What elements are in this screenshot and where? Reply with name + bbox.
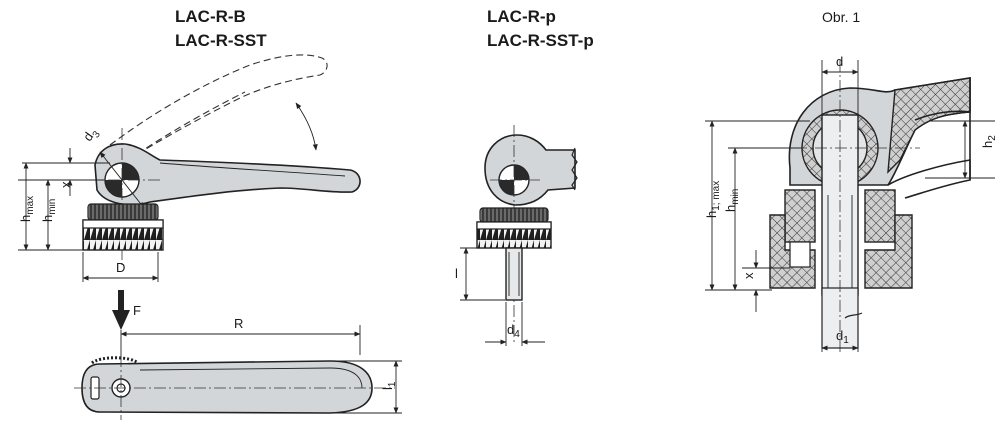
x-right-label: x bbox=[741, 272, 756, 279]
d1-label: d1 bbox=[836, 328, 849, 346]
rotation-arrow bbox=[295, 102, 318, 151]
d-label: d bbox=[836, 54, 843, 69]
left-lever-top-view: F R l1 bbox=[74, 290, 402, 420]
mid-pivot-q1 bbox=[514, 165, 529, 180]
force-arrow-head bbox=[112, 310, 130, 330]
lever-arm-under-edge bbox=[914, 110, 971, 121]
lever-open-outline bbox=[109, 54, 328, 161]
hmin-label: hmin bbox=[40, 199, 58, 222]
base-top-band bbox=[82, 219, 164, 229]
mid-knurled-ring bbox=[479, 207, 549, 223]
hmax-label: hmax bbox=[18, 196, 36, 222]
lever-arm-lower bbox=[887, 159, 971, 199]
force-arrow-shaft bbox=[118, 290, 124, 312]
R-label: R bbox=[234, 316, 243, 331]
left-title-1: LAC-R-B bbox=[175, 7, 246, 26]
lever-highlight bbox=[159, 162, 346, 177]
mid-break-line bbox=[571, 147, 578, 191]
x-label: x bbox=[58, 181, 73, 188]
force-label: F bbox=[133, 303, 141, 318]
D-label: D bbox=[116, 260, 125, 275]
shaft-break-mark bbox=[844, 312, 863, 319]
lever-top-highlight bbox=[139, 367, 363, 389]
left-lever-side-view: d3 x hmax hmin D bbox=[18, 54, 361, 282]
mid-title-2: LAC-R-SST-p bbox=[487, 31, 594, 50]
mid-base-band bbox=[476, 221, 552, 230]
knurled-ring bbox=[87, 203, 159, 221]
mid-pivot-q2 bbox=[499, 180, 514, 195]
upper-nut-left bbox=[784, 189, 816, 243]
d4-label: d4 bbox=[507, 322, 520, 340]
d3-dimension-line bbox=[99, 151, 145, 209]
l-label: l bbox=[455, 266, 458, 281]
mid-title-1: LAC-R-p bbox=[487, 7, 556, 26]
top-knurl-rim bbox=[91, 356, 139, 365]
upper-nut-right bbox=[864, 189, 896, 243]
left-title-2: LAC-R-SST bbox=[175, 31, 267, 50]
mid-lever-body bbox=[484, 134, 576, 206]
mid-threaded-pin bbox=[505, 247, 523, 301]
h2-label: h2 bbox=[980, 135, 995, 148]
base-right-section bbox=[864, 214, 913, 289]
middle-variant-view: l d4 bbox=[455, 125, 578, 346]
d3-label: d3 bbox=[80, 124, 103, 146]
base-left-pocket bbox=[789, 241, 811, 268]
figure-caption: Obr. 1 bbox=[822, 9, 860, 25]
right-section-view: d h2 h1; max hmin x d1 bbox=[704, 54, 995, 355]
h1max-label: h1; max bbox=[704, 181, 722, 218]
l1-label: l1 bbox=[380, 381, 398, 390]
lever-body bbox=[94, 143, 361, 206]
lever-arm-section bbox=[887, 77, 971, 174]
hmin-right-label: hmin bbox=[723, 189, 741, 212]
